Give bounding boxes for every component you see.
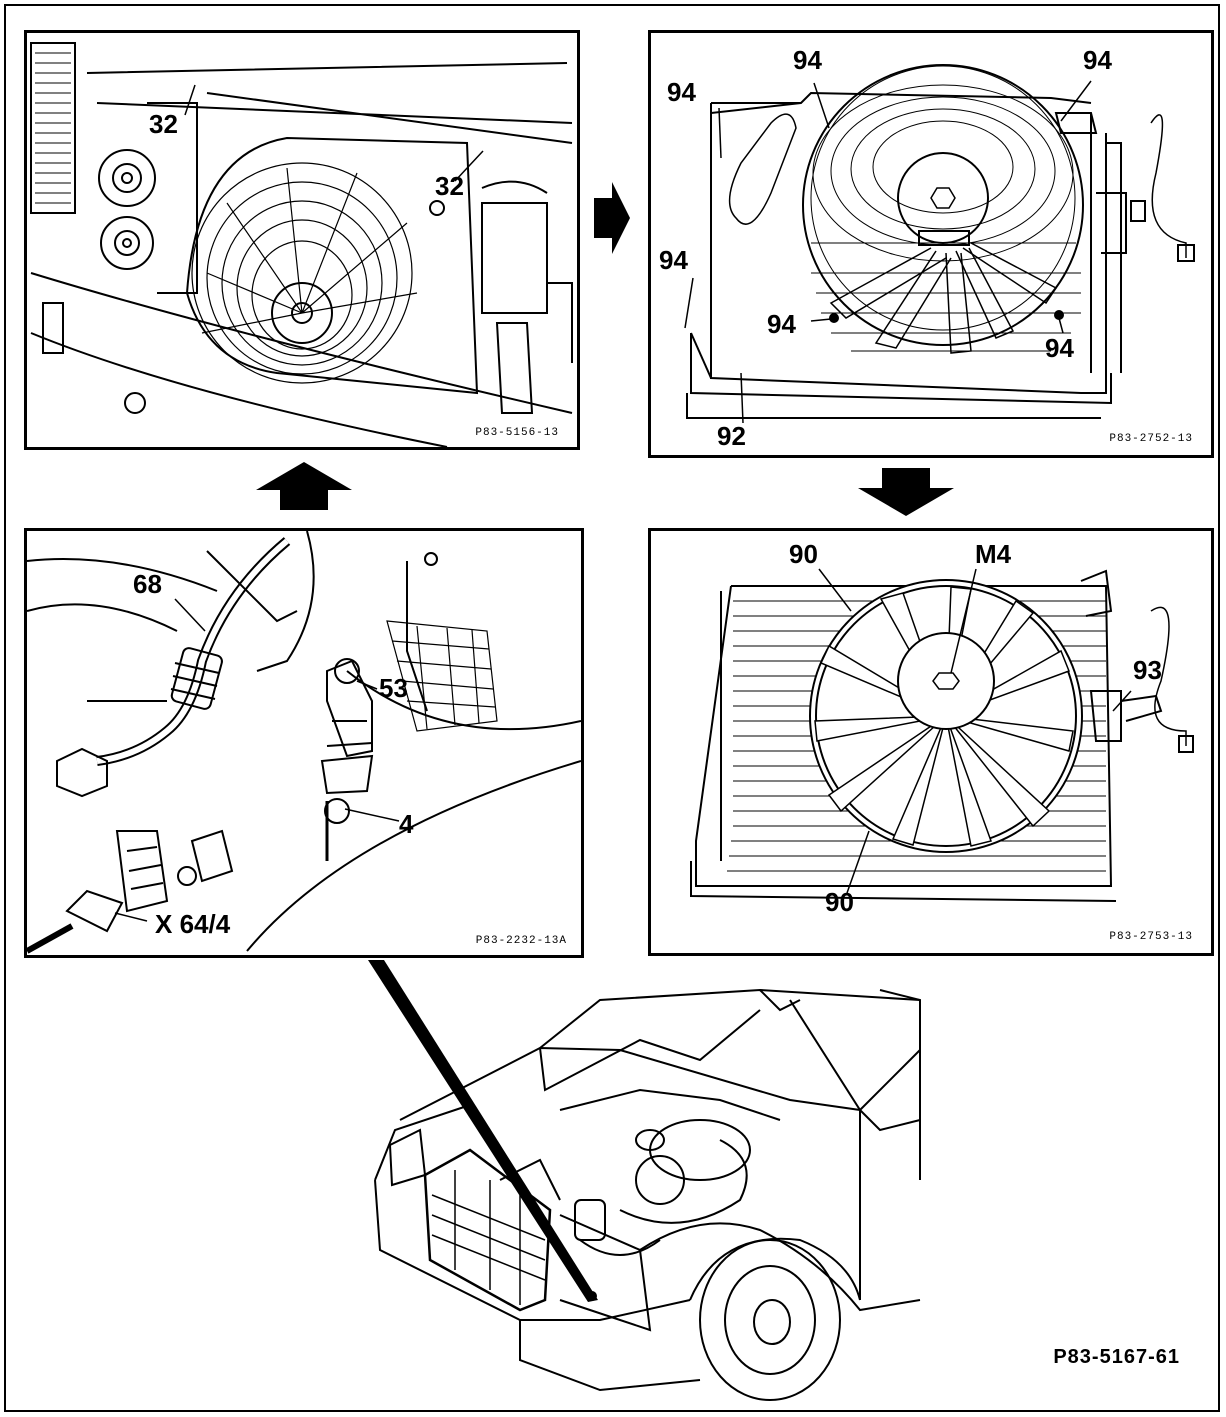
- callout-94-top-center: 94: [793, 45, 822, 75]
- callout-53: 53: [379, 673, 408, 703]
- figure-code-br: P83-2753-13: [1109, 931, 1193, 943]
- callout-90-bottom: 90: [825, 887, 854, 917]
- callout-x64-4: X 64/4: [155, 909, 231, 939]
- arrow-up: [256, 462, 352, 510]
- panel-fan-installed: 32 32 P83-5156-13: [24, 30, 580, 450]
- figure-code-tl: P83-5156-13: [475, 427, 559, 439]
- callout-94-right: 94: [1045, 333, 1074, 363]
- callout-68: 68: [133, 569, 162, 599]
- callout-m4: M4: [975, 539, 1012, 569]
- figure-code-main: P83-5167-61: [1053, 1346, 1180, 1368]
- callout-94-top-left: 94: [667, 77, 696, 107]
- arrow-down: [858, 468, 954, 516]
- callout-93: 93: [1133, 655, 1162, 685]
- figure-code-tr: P83-2752-13: [1109, 433, 1193, 445]
- panel-fan-motor: 90 M4 93 90 P83-2753-13: [648, 528, 1214, 956]
- callout-94-top-right: 94: [1083, 45, 1112, 75]
- connections-drawing: [27, 531, 581, 954]
- fan-motor-drawing: [690, 568, 1194, 902]
- panel-connections: 68 53 4 X 64/4 P83-2232-13A: [24, 528, 584, 958]
- figure-code-bl: P83-2232-13A: [475, 935, 567, 947]
- callout-32-right: 32: [435, 171, 464, 201]
- callout-32-left: 32: [149, 109, 178, 139]
- callout-4: 4: [399, 809, 414, 839]
- callout-94-mid-left: 94: [659, 245, 688, 275]
- fan-installed-drawing: [30, 42, 573, 447]
- page-frame: [4, 4, 1220, 1412]
- callout-92: 92: [717, 421, 746, 451]
- callout-94-center: 94: [767, 309, 796, 339]
- callout-90-top: 90: [789, 539, 818, 569]
- arrow-right: [594, 182, 630, 254]
- panel-fan-shroud: 94 94 94 94 94 94 92 P83-2752-13: [648, 30, 1214, 458]
- fan-shroud-drawing: [684, 64, 1195, 424]
